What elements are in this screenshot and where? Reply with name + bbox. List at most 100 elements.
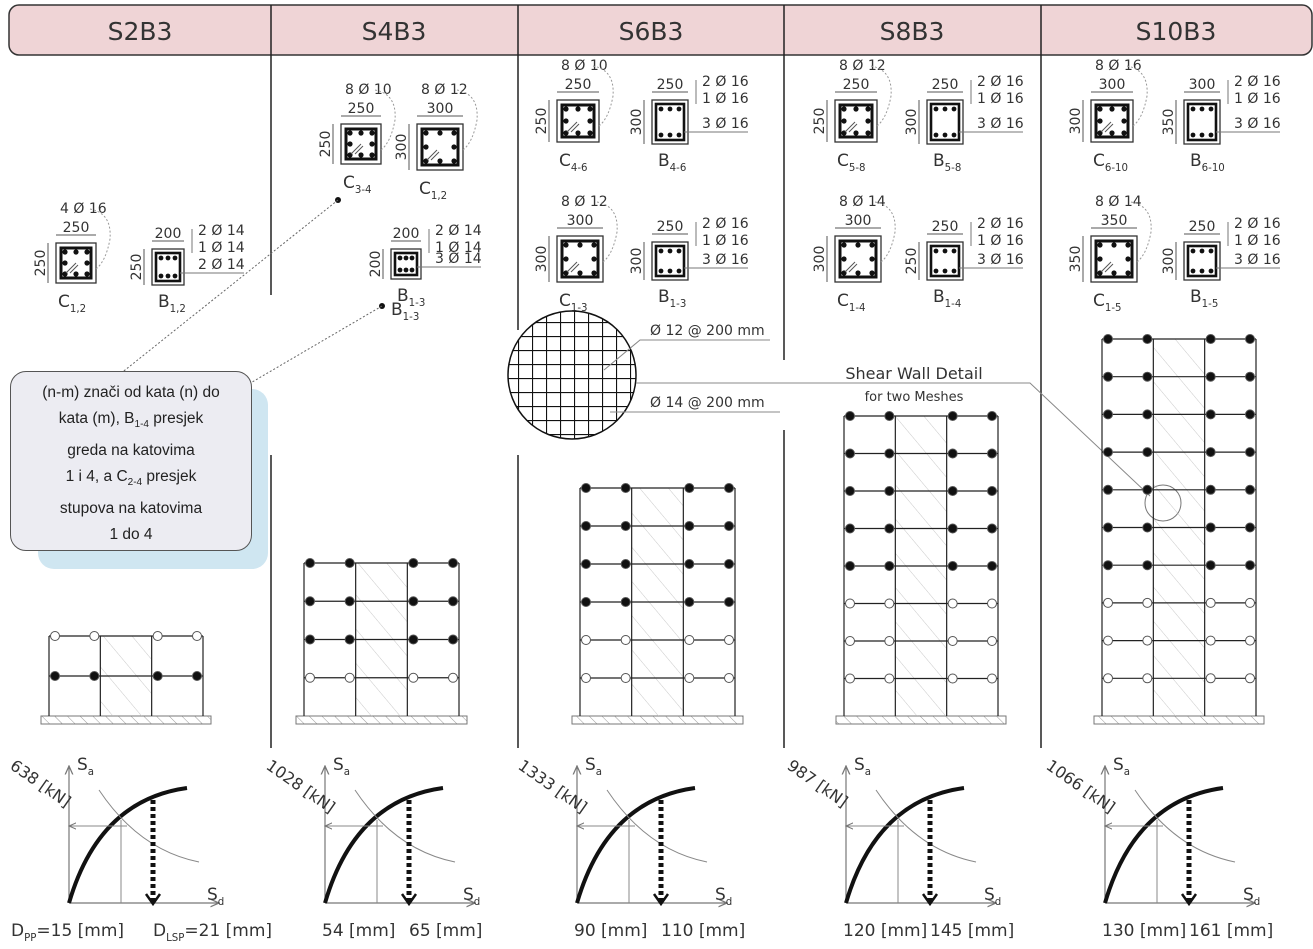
s8-column-upper-width: 250 (843, 77, 870, 93)
s6-beam-lower-bar (658, 268, 664, 274)
s8-beam-lower-bot-bars: 3 Ø 16 (977, 252, 1024, 268)
s8-column-lower-bar (869, 242, 875, 248)
s10-beam-upper-bar (1190, 106, 1196, 112)
s6-column-lower-width: 300 (567, 213, 594, 229)
frame-s2b3-plastic-hinge (192, 671, 202, 681)
frame-s10b3-plastic-hinge (1245, 635, 1255, 646)
s6-column-lower-bar (563, 256, 569, 262)
s8-beam-lower-height: 250 (904, 248, 920, 275)
s4-column-upper-stirrup (344, 127, 378, 161)
s10-beam-lower-height: 300 (1161, 248, 1177, 275)
frame-s8b3-plastic-hinge (845, 636, 855, 646)
column-header-s4b3: S4B3 (362, 17, 427, 46)
frame-s4b3-plastic-hinge (408, 672, 419, 683)
frame-s6b3-plastic-hinge (724, 521, 734, 531)
frame-s6b3-plastic-hinge (581, 483, 591, 493)
frame-s10b3-plastic-hinge (1142, 371, 1153, 382)
frame-s8b3-plastic-hinge (884, 411, 895, 421)
s4-column-upper-bars-label: 8 Ø 10 (345, 82, 392, 98)
s4-column-lower-stirrup (420, 127, 460, 167)
s6-beam-upper-top-bars: 2 Ø 16 (702, 74, 749, 90)
s6-beam-upper-outline (651, 99, 689, 145)
frame-s6b3-plastic-hinge (620, 483, 631, 493)
s6-column-upper-bar (563, 118, 569, 124)
frame-s10b3-plastic-hinge (1205, 673, 1216, 684)
frame-s2b3-ground (40, 715, 212, 725)
s10-beam-upper-name: B6-10 (1190, 151, 1225, 174)
s6-column-lower-stirrup (560, 239, 600, 279)
s4-column-lower-bars-label: 8 Ø 12 (421, 82, 468, 98)
s8-column-upper-stirrup (838, 103, 874, 139)
s4-column-lower-bar (437, 158, 443, 164)
s6-column-upper-bar (575, 106, 581, 112)
s10-column-upper-bar (1121, 118, 1127, 124)
s2-beam-bar (158, 273, 164, 279)
s4-beam-mid-bars: 1 Ø 14 (435, 240, 482, 256)
s10-column-lower-outline (1090, 235, 1138, 283)
frame-s4b3-plastic-hinge (448, 634, 458, 645)
mesh-leader-1 (603, 339, 770, 371)
frame-s2b3-plastic-hinge (89, 671, 100, 681)
s6-column-upper-bar (587, 118, 593, 124)
s6-column-upper-bar (575, 130, 581, 136)
frame-s6b3-plastic-hinge (620, 673, 631, 683)
s6-beam-upper-name: B4-6 (658, 151, 686, 174)
frame-s10b3-plastic-hinge (1245, 447, 1255, 458)
frame-s2b3-plastic-hinge (89, 631, 100, 641)
frame-s6b3-plastic-hinge (620, 635, 631, 645)
s10-beam-lower-stirrup (1186, 244, 1218, 278)
s8-beam-upper-bot-bars: 3 Ø 16 (977, 116, 1024, 132)
s2-beam-mid-bars: 1 Ø 14 (198, 240, 245, 256)
s6-beam-lower-mid-bars: 1 Ø 16 (702, 233, 749, 249)
frame-s10b3-plastic-hinge (1103, 334, 1113, 344)
s4-column-lower-width: 300 (427, 101, 454, 117)
s10-beam-lower-outline (1183, 241, 1221, 281)
y-axis-label: Sa (585, 755, 602, 778)
s4-beam-bar (397, 255, 403, 261)
s6-beam-upper-mid-bars: 1 Ø 16 (702, 91, 749, 107)
s2-beam-bot-bars: 2 Ø 14 (198, 257, 245, 273)
displacement-dlsp-label: 110 [mm] (661, 921, 745, 941)
s10-beam-lower-bar (1199, 248, 1205, 254)
y-axis-label: Sa (333, 755, 350, 778)
frame-s4b3-plastic-hinge (344, 672, 355, 683)
column-header-s6b3: S6B3 (619, 17, 684, 46)
s4-column-lower-bar (423, 144, 429, 150)
s4-column-lower-bar (451, 158, 457, 164)
s8-column-upper-outline (834, 99, 878, 143)
s2-column-bar (62, 249, 68, 255)
s8-beam-upper-name: B5-8 (933, 151, 961, 174)
frame-s4b3-plastic-hinge (448, 596, 458, 607)
s4-column-lower-hook (426, 149, 440, 161)
frame-s2b3-plastic-hinge (50, 671, 60, 681)
frame-s10b3-plastic-hinge (1245, 522, 1255, 533)
frame-s10b3-plastic-hinge (1103, 560, 1113, 571)
s6-beam-lower-bar (676, 248, 682, 254)
s4-column-upper-bar (369, 141, 375, 147)
s8-column-upper-bar (841, 106, 847, 112)
s4-column-upper-leader (374, 89, 396, 151)
frame-s6b3 (571, 483, 744, 725)
s4-column-lower-outline (416, 123, 464, 171)
s8-beam-upper-mid-bars: 1 Ø 16 (977, 91, 1024, 107)
s8-beam-upper-top-bars: 2 Ø 16 (977, 74, 1024, 90)
frame-s2b3-plastic-hinge (152, 631, 163, 641)
s2-column-bar (62, 260, 68, 266)
s8-beam-lower-bar (942, 268, 948, 274)
s2-beam-bar (172, 255, 178, 261)
s4-column-lower-name: C1,2 (419, 179, 447, 202)
frame-s10b3-plastic-hinge (1103, 447, 1113, 458)
s2-beam-bar (165, 255, 171, 261)
frame-s6b3-plastic-hinge (724, 635, 734, 645)
peak-force-label: 1066 [kN] (1043, 756, 1119, 817)
frame-s10b3-plastic-hinge (1142, 673, 1153, 684)
x-axis-label: Sd (715, 885, 732, 908)
frame-s8b3 (835, 411, 1007, 725)
s6-column-lower-hook (566, 261, 580, 273)
s10-column-lower-hook (1100, 261, 1114, 273)
s8-column-upper-bar (853, 130, 859, 136)
s6-beam-upper-height: 300 (629, 109, 645, 136)
s10-column-lower-bars-label: 8 Ø 14 (1095, 194, 1142, 210)
